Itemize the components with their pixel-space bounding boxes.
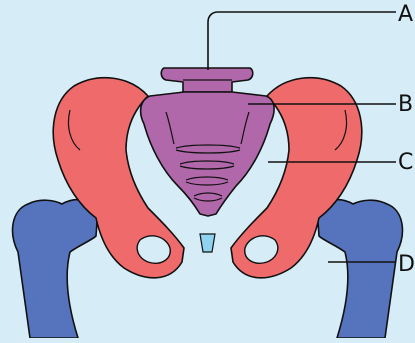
right-obturator-foramen bbox=[245, 236, 278, 263]
label-c: C bbox=[398, 152, 413, 174]
pubic-symphysis bbox=[200, 234, 215, 252]
label-b: B bbox=[398, 94, 413, 116]
label-d: D bbox=[398, 254, 415, 276]
left-obturator-foramen bbox=[137, 236, 170, 263]
label-a: A bbox=[398, 4, 413, 26]
